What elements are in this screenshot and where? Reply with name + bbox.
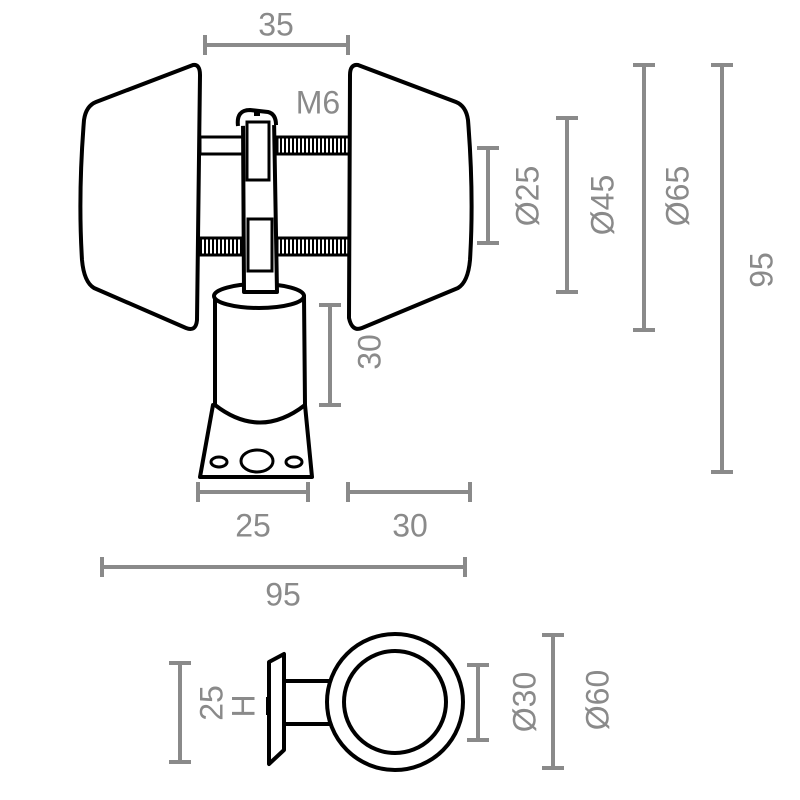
dim-label: Ø65 (659, 166, 695, 226)
dim-label: Ø30 (506, 672, 542, 732)
dim-label: 25 (193, 685, 229, 721)
right-knob (347, 62, 474, 331)
dim-label: Ø45 (584, 175, 620, 235)
dim-label: 25 (235, 507, 271, 543)
dim-neck-diameter: Ø45 (556, 116, 620, 294)
dim-knob-spacing: 35 (203, 6, 350, 55)
dim-label: 95 (265, 576, 301, 612)
dim-base-height: 30 (319, 303, 387, 407)
dim-label: 95 (743, 252, 779, 288)
thread-label: M6 (296, 84, 340, 120)
mounting-plate (267, 652, 286, 766)
dim-label: 30 (351, 334, 387, 370)
dim-knob-depth: 30 (346, 482, 472, 543)
latch-strip (235, 108, 279, 294)
dim-label: 35 (258, 6, 294, 42)
dim-base-width: 25 (196, 482, 310, 543)
stem (280, 679, 332, 726)
dim-label: 30 (392, 507, 428, 543)
base-mount (198, 282, 314, 479)
front-view: 35 M6 Ø25 Ø45 Ø65 95 30 25 30 (78, 6, 779, 612)
dim-inner-diameter: Ø30 (467, 663, 542, 742)
dim-label: Ø25 (509, 166, 545, 226)
dim-knob-diameter: Ø65 (633, 63, 695, 332)
dim-rose-diameter: Ø25 (477, 146, 545, 245)
dim-total-width: 95 (100, 557, 467, 612)
dim-total-height: 95 (711, 63, 779, 474)
side-view: 25 H Ø30 Ø60 (169, 632, 615, 772)
knob-inner (342, 649, 448, 755)
dim-outer-diameter: Ø60 (542, 633, 615, 770)
dim-label: Ø60 (579, 670, 615, 730)
left-knob (78, 62, 202, 331)
dim-side-height: 25 (169, 661, 229, 764)
h-marker: H (225, 694, 261, 717)
